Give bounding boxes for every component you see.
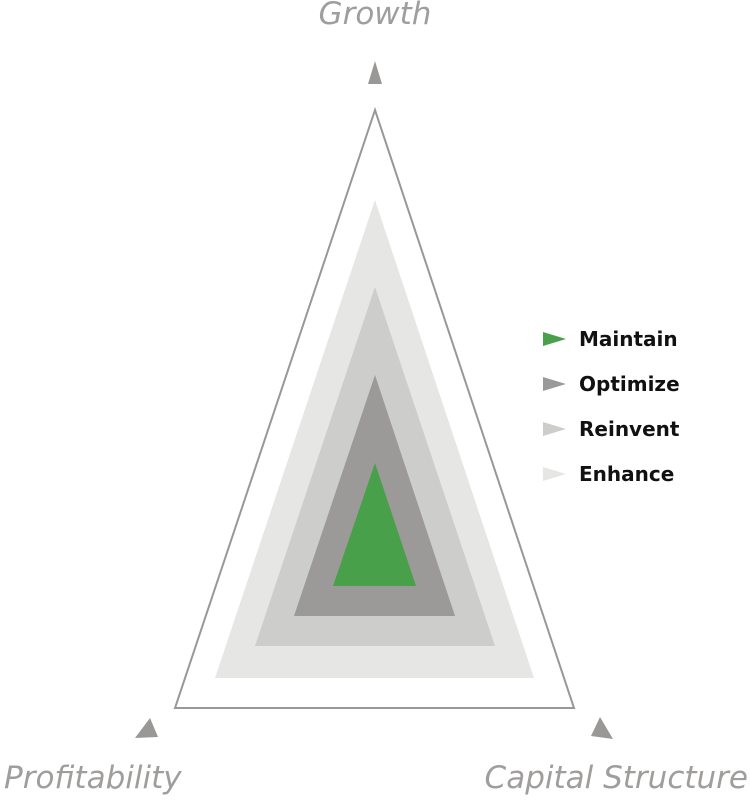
legend-item-optimize: Optimize (542, 361, 742, 406)
legend-label-maintain: Maintain (579, 326, 678, 351)
arrow-down-left-icon (135, 718, 158, 738)
arrow-down-right-icon (591, 717, 613, 739)
legend-label-optimize: Optimize (579, 371, 680, 396)
legend-item-reinvent: Reinvent (542, 406, 742, 451)
level-maintain (333, 463, 416, 586)
legend-item-maintain: Maintain (542, 316, 742, 361)
axis-label-growth: Growth (318, 0, 432, 32)
axis-label-capital-structure: Capital Structure (484, 760, 748, 796)
legend-marker-reinvent-icon (542, 421, 566, 436)
legend-label-enhance: Enhance (579, 461, 675, 486)
legend-marker-optimize-icon (542, 376, 566, 391)
legend-item-enhance: Enhance (542, 451, 742, 496)
legend-label-reinvent: Reinvent (579, 416, 680, 441)
legend: Maintain Optimize Reinvent Enhance (542, 316, 742, 496)
axis-label-profitability: Profitability (4, 760, 182, 796)
legend-marker-maintain-icon (542, 331, 566, 346)
arrow-up-icon (368, 61, 382, 84)
legend-marker-enhance-icon (542, 466, 566, 481)
